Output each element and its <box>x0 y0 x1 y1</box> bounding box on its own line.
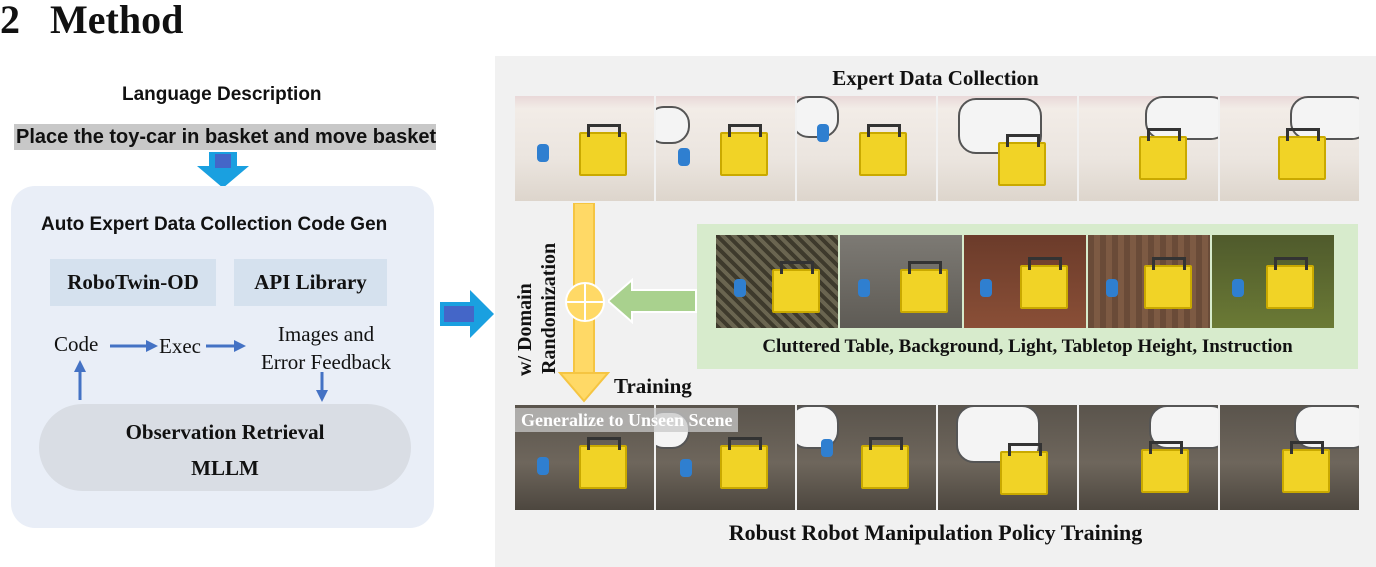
language-description-title: Language Description <box>122 84 322 105</box>
images-line-2: Error Feedback <box>260 350 392 374</box>
randomized-frame <box>1088 235 1210 328</box>
arrow-up-icon <box>74 360 86 400</box>
expert-frame <box>515 96 654 201</box>
exec-label: Exec <box>159 334 201 358</box>
unseen-frame <box>797 405 936 510</box>
generalize-banner: Generalize to Unseen Scene <box>515 408 739 432</box>
images-line-1: Images and <box>277 322 375 346</box>
unseen-scene-frames <box>515 405 1359 510</box>
randomized-frame <box>840 235 962 328</box>
domain-randomization-label: w/ Domain Randomization <box>514 243 560 376</box>
arrow-left-icon <box>608 278 697 324</box>
expert-frames <box>515 96 1359 201</box>
arrow-right-icon <box>206 340 246 352</box>
expert-frame <box>797 96 936 201</box>
code-label: Code <box>54 332 99 356</box>
images-feedback-label: Images and Error Feedback <box>246 320 406 376</box>
observation-retrieval-pill <box>39 404 411 491</box>
domain-line-1: w/ Domain <box>514 283 536 376</box>
expert-frame <box>938 96 1077 201</box>
section-title: Method <box>50 0 184 42</box>
domain-line-2: Randomization <box>538 243 560 374</box>
unseen-frame <box>1220 405 1359 510</box>
section-number: 2 <box>0 0 20 42</box>
mllm-label: MLLM <box>191 456 259 480</box>
expert-data-collection-title: Expert Data Collection <box>832 66 1039 90</box>
arrow-right-icon <box>110 340 158 352</box>
expert-frame <box>656 96 795 201</box>
unseen-frame <box>1079 405 1218 510</box>
arrow-down-icon <box>316 372 328 402</box>
codegen-title: Auto Expert Data Collection Code Gen <box>41 214 388 235</box>
robotwin-od-chip: RoboTwin-OD <box>50 259 216 306</box>
unseen-frame <box>938 405 1077 510</box>
api-library-chip: API Library <box>234 259 387 306</box>
expert-frame <box>1079 96 1218 201</box>
randomized-frame <box>716 235 838 328</box>
training-label: Training <box>614 374 692 398</box>
section-heading: 2 Method <box>0 0 183 43</box>
arrow-down-icon <box>197 152 249 188</box>
expert-frame <box>1220 96 1359 201</box>
randomized-frame <box>964 235 1086 328</box>
randomized-frame <box>1212 235 1334 328</box>
randomization-frames <box>716 235 1334 328</box>
robust-policy-training-title: Robust Robot Manipulation Policy Trainin… <box>728 520 1143 545</box>
arrow-right-icon <box>440 290 494 338</box>
randomization-caption: Cluttered Table, Background, Light, Tabl… <box>762 336 1293 357</box>
observation-retrieval-title: Observation Retrieval <box>125 420 325 444</box>
circle-plus-icon <box>565 282 605 322</box>
language-instruction: Place the toy-car in basket and move bas… <box>14 124 437 150</box>
